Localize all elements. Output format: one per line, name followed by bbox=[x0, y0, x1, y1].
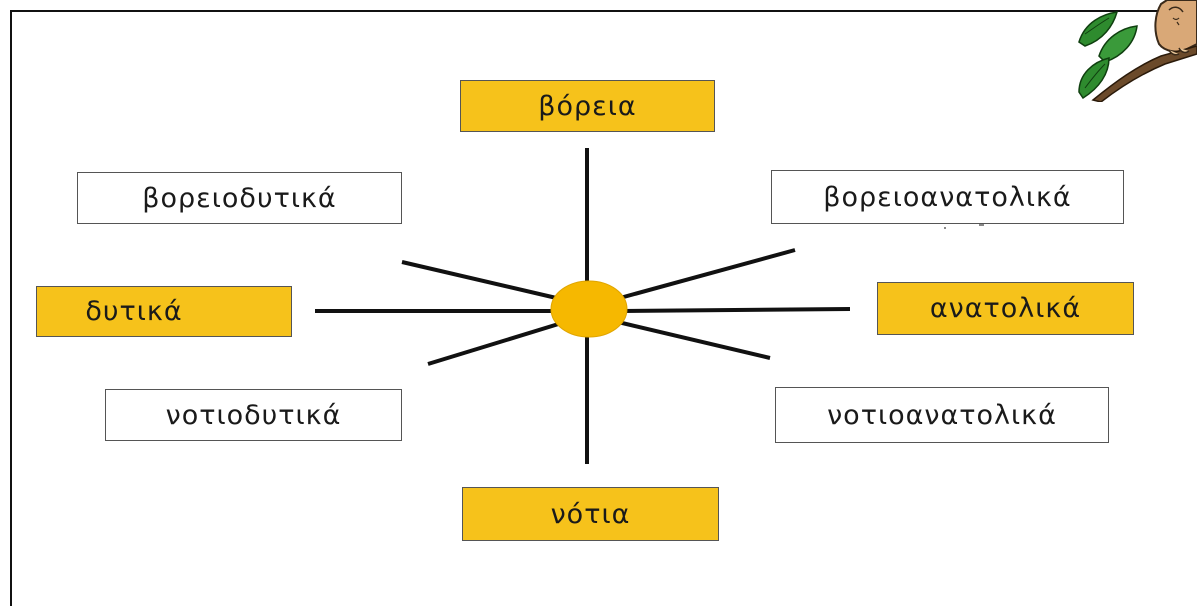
small-tick-mark bbox=[944, 224, 984, 229]
label-southeast: νοτιοανατολικά bbox=[775, 387, 1109, 443]
label-northeast-text: βορειοανατολικά bbox=[823, 181, 1072, 213]
line-southwest bbox=[427, 320, 566, 366]
label-north-text: βόρεια bbox=[538, 90, 637, 122]
diagram-frame bbox=[10, 10, 1197, 606]
line-northeast bbox=[619, 248, 796, 300]
label-northwest-text: βορειοδυτικά bbox=[142, 182, 337, 214]
label-northwest: βορειοδυτικά bbox=[77, 172, 402, 224]
label-west: δυτικά bbox=[36, 286, 292, 337]
label-east-text: ανατολικά bbox=[929, 293, 1082, 324]
label-north: βόρεια bbox=[460, 80, 715, 132]
label-southeast-text: νοτιοανατολικά bbox=[827, 399, 1057, 431]
line-northwest bbox=[401, 260, 566, 302]
label-south-text: νότια bbox=[550, 498, 631, 530]
label-south: νότια bbox=[462, 487, 719, 541]
line-east bbox=[621, 307, 851, 313]
label-southwest-text: νοτιοδυτικά bbox=[165, 399, 342, 431]
tree-branch-mascot-icon bbox=[1078, 0, 1197, 102]
label-east: ανατολικά bbox=[877, 282, 1134, 335]
label-west-text: δυτικά bbox=[85, 296, 183, 327]
compass-center bbox=[550, 280, 628, 338]
label-southwest: νοτιοδυτικά bbox=[105, 389, 402, 441]
line-southeast bbox=[617, 320, 771, 360]
label-northeast: βορειοανατολικά bbox=[771, 170, 1124, 224]
